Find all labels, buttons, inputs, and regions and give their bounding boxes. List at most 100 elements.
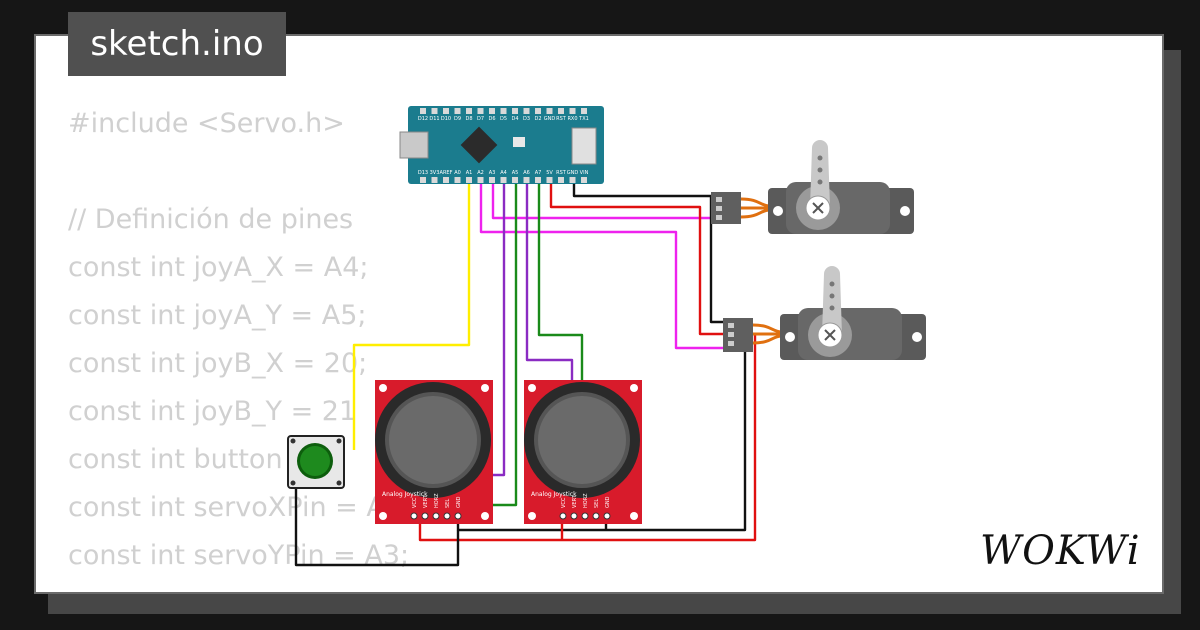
joystick-pin-label: HORZ [583,493,589,508]
code-line: // Definición de pines [68,204,354,235]
servo-connector [723,318,753,352]
joystick-pin [443,512,451,520]
joystick-pin-label: VCC [561,497,567,508]
pin-label: D8 [465,116,472,122]
pin-pad [454,177,461,183]
mcu-chip [460,126,498,164]
reset-button [513,137,525,147]
joystick-pin [592,512,600,520]
pin-label: TX1 [578,116,589,122]
pin-label: A6 [523,170,530,176]
joystick-pin [559,512,567,520]
joystick-pin [410,512,418,520]
joystick-pin-label: SEL [594,499,600,508]
joystick-a[interactable]: Analog Joystick VCC VERT HORZ SEL GND [375,380,493,524]
wokwi-logo: WOKWi [980,528,1141,574]
joystick-a-pins: VCC VERT HORZ SEL GND [410,493,462,520]
joystick-pin-label: HORZ [434,493,440,508]
joystick-pin-label: GND [456,496,462,508]
pin-pad [535,108,541,114]
icsp-header [571,127,597,165]
pin-label: RST [556,116,567,122]
pin-pad [477,177,484,183]
pin-label: D11 [429,116,439,122]
servo-bottom[interactable] [723,266,926,360]
pin-label: D12 [418,116,428,122]
pin-label: VIN [580,170,589,176]
joystick-pin-label: SEL [445,499,451,508]
pin-pad [546,108,553,114]
pin-pad [558,177,564,183]
pin-label: A1 [466,170,473,176]
servo-connector [711,192,741,224]
wire-red-top [549,183,725,336]
pin-pad [431,108,438,114]
pin-pad [466,108,472,114]
pin-label: AREF [440,170,453,176]
pin-pad [443,177,449,183]
pin-pad [477,108,484,114]
pin-pad [569,177,576,183]
pin-pad [523,108,530,114]
joystick-pin [454,512,462,520]
pin-label: A3 [489,170,496,176]
joystick-pin [581,512,589,520]
pin-label: 3V3 [430,170,440,176]
wire-magenta-1 [479,183,725,350]
pin-pad [581,177,587,183]
pin-pad [466,177,472,183]
pin-pad [512,177,518,183]
joystick-pin [603,512,611,520]
servo-top[interactable] [711,140,914,234]
pin-pad [500,177,507,183]
pin-label: D10 [441,116,451,122]
pin-pad [454,108,461,114]
wokwi-logo-text: WOKWi [980,528,1141,574]
joystick-a-label: Analog Joystick [382,491,428,498]
pin-pad [546,177,553,183]
joystick-pin [570,512,578,520]
code-line: const int joyA_X = A4; [68,252,369,283]
pin-label: RST [556,170,567,176]
pin-label: D6 [488,116,495,122]
pin-label: A4 [500,170,507,176]
wire-magenta-2 [491,183,711,220]
pin-pad [569,108,576,114]
pin-label: A7 [535,170,542,176]
pin-label: D13 [418,170,428,176]
wire-yellow [352,183,471,450]
pin-label: D5 [500,116,507,122]
code-line: const int joyA_Y = A5; [68,300,367,331]
pin-label: D4 [511,116,518,122]
pin-pad [581,108,587,114]
pin-label: A0 [454,170,461,176]
pin-pad [420,177,426,183]
code-line: #include <Servo.h> [68,108,345,139]
joystick-pin-label: VCC [412,497,418,508]
pin-label: D3 [523,116,530,122]
pin-pad [420,108,426,114]
pin-pad [431,177,438,183]
code-line: const int joyB_X = 20; [68,348,368,379]
wire-black-button [294,476,460,567]
pin-label: D9 [454,116,461,122]
usb-connector [399,131,429,159]
pin-pad [512,108,518,114]
joystick-pin-label: GND [605,496,611,508]
joystick-pin-label: VERT [423,494,429,508]
pin-pad [489,108,495,114]
pin-label: 5V [546,170,553,176]
pin-pad [500,108,507,114]
pin-label: GND [567,170,579,176]
push-button[interactable] [287,435,345,489]
sketch-title-tab[interactable]: sketch.ino [68,12,286,76]
pin-pad [489,177,495,183]
pin-pad [443,108,449,114]
pin-label: D7 [477,116,484,122]
pin-label: A2 [477,170,484,176]
